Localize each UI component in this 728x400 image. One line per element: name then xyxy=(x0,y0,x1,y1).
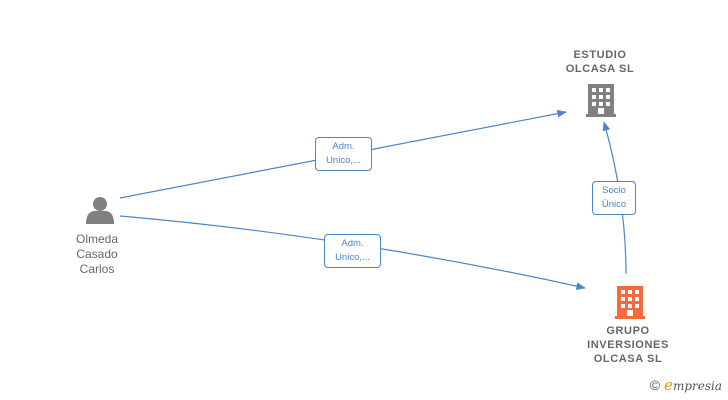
brand-watermark: © empresia xyxy=(650,376,722,394)
node-label-grupo[interactable]: GRUPO INVERSIONES OLCASA SL xyxy=(572,324,684,366)
node-label-line: OLCASA SL xyxy=(593,353,663,365)
node-label-line: INVERSIONES xyxy=(587,339,669,351)
node-label-line: Casado xyxy=(76,247,118,261)
edge-label-line: Unico,... xyxy=(326,155,361,166)
node-label-person[interactable]: Olmeda Casado Carlos xyxy=(57,232,137,277)
node-label-line: Carlos xyxy=(79,262,115,276)
copyright-icon: © xyxy=(649,377,661,393)
edge-label-line: Adm. xyxy=(341,238,364,249)
node-label-estudio[interactable]: ESTUDIO OLCASA SL xyxy=(550,48,650,76)
edge-label-line: Socio xyxy=(602,185,626,196)
edge-label-person-estudio[interactable]: Adm. Unico,... xyxy=(315,137,372,171)
brand-logo-e: e xyxy=(664,376,673,394)
building-icon[interactable] xyxy=(586,84,616,117)
edge-label-person-grupo[interactable]: Adm. Unico,... xyxy=(324,234,381,268)
node-label-line: ESTUDIO xyxy=(573,49,627,61)
node-label-line: OLCASA SL xyxy=(565,63,635,75)
node-label-line: Olmeda xyxy=(75,232,119,246)
person-icon[interactable] xyxy=(86,197,114,224)
edge-label-line: Adm. xyxy=(332,141,355,152)
building-icon[interactable] xyxy=(615,286,645,319)
edge-label-line: Único xyxy=(601,199,627,210)
brand-logo: empresia xyxy=(664,376,722,394)
brand-logo-name: mpresia xyxy=(672,379,722,393)
edge-label-grupo-estudio[interactable]: Socio Único xyxy=(592,181,636,215)
edge-label-line: Unico,... xyxy=(335,252,370,263)
node-label-line: GRUPO xyxy=(606,325,650,337)
